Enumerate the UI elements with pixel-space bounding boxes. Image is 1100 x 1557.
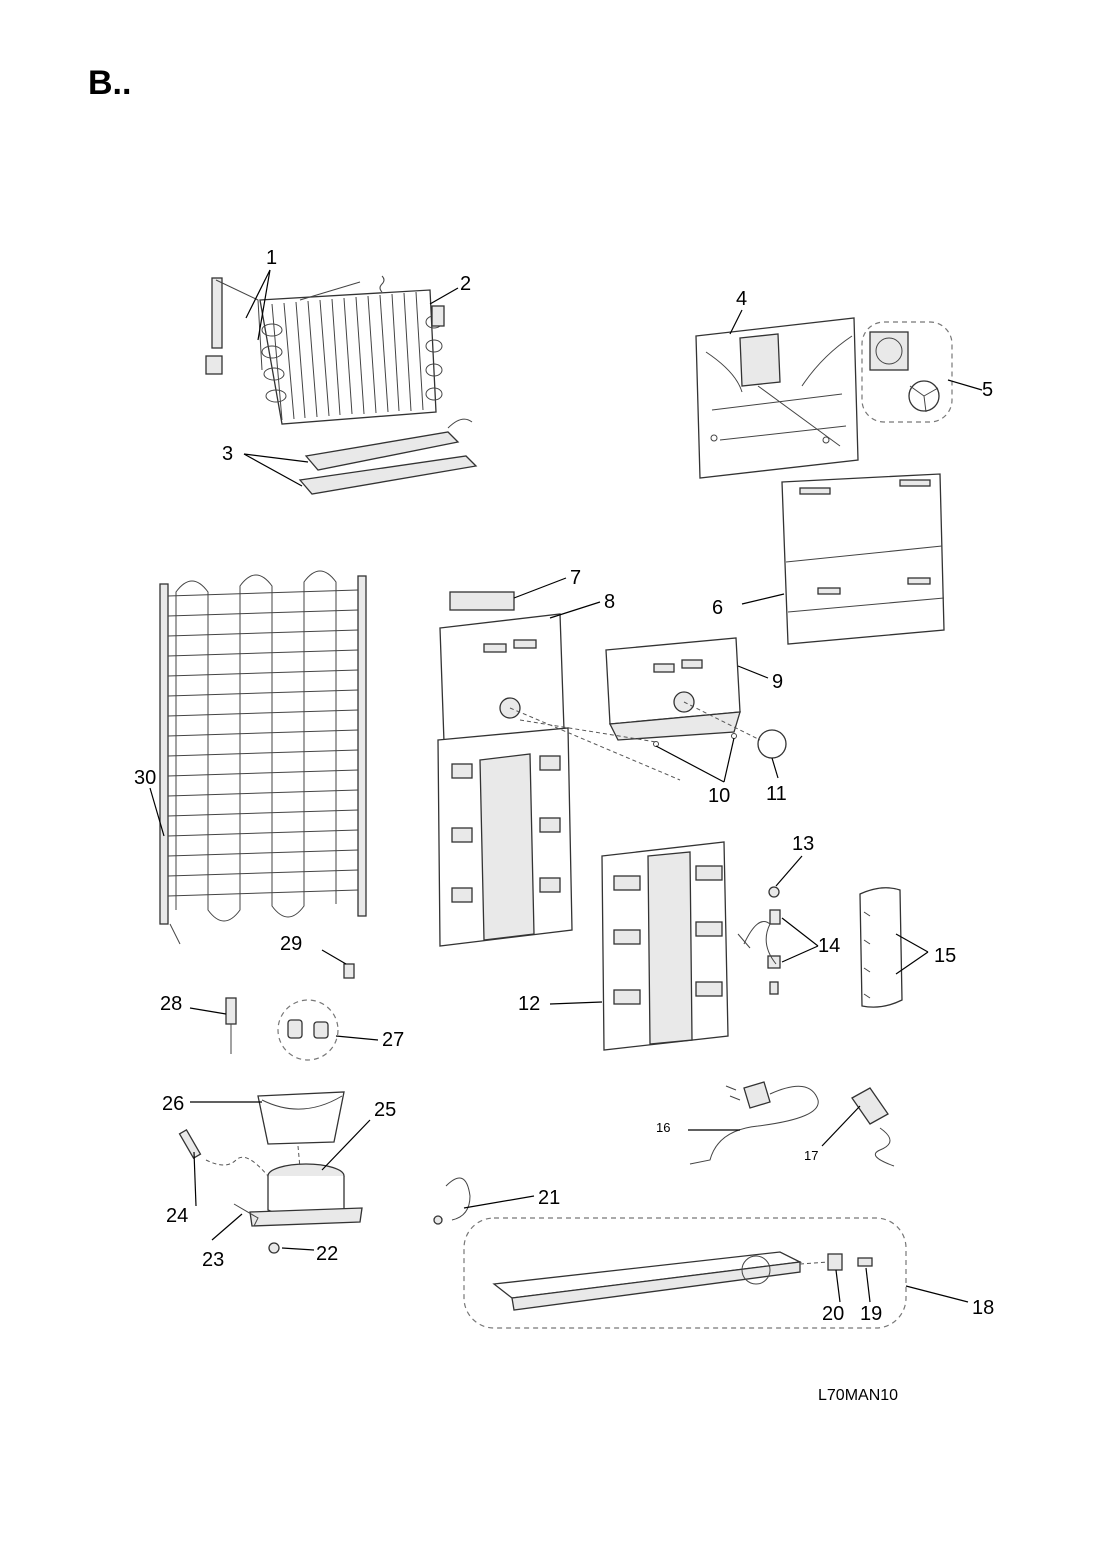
callout-17: 17 xyxy=(804,1148,818,1163)
callout-5: 5 xyxy=(982,379,993,401)
callout-19: 19 xyxy=(860,1303,882,1325)
control-housing-illustration xyxy=(509,637,787,781)
callout-23: 23 xyxy=(202,1249,224,1271)
callout-9: 9 xyxy=(772,671,783,693)
evaporator-illustration xyxy=(205,275,445,425)
callout-11: 11 xyxy=(766,783,787,805)
lamp-wiring-illustration xyxy=(737,886,781,995)
leader-lines xyxy=(149,269,983,1303)
base-plate-assembly-illustration xyxy=(463,1217,907,1329)
callout-25: 25 xyxy=(374,1099,396,1121)
cover-panel-illustration xyxy=(781,473,945,645)
callout-13: 13 xyxy=(792,833,814,855)
filter-drier-illustration xyxy=(343,963,355,979)
vertical-strip-illustration xyxy=(859,887,903,1008)
callout-10: 10 xyxy=(708,785,730,807)
callout-4: 4 xyxy=(736,288,747,310)
callout-18: 18 xyxy=(972,1297,994,1319)
pipe-fitting-illustration xyxy=(225,997,237,1054)
callout-2: 2 xyxy=(460,273,471,295)
shelf-liner-illustration xyxy=(601,841,729,1051)
capacitor-illustration xyxy=(851,1087,895,1167)
callout-21: 21 xyxy=(538,1187,560,1209)
fan-assembly-illustration xyxy=(861,321,953,423)
door-liner-illustration xyxy=(437,591,573,947)
callout-27: 27 xyxy=(382,1029,404,1051)
callout-16: 16 xyxy=(656,1120,670,1135)
callout-6: 6 xyxy=(712,597,723,619)
callout-7: 7 xyxy=(570,567,581,589)
callout-8: 8 xyxy=(604,591,615,613)
callout-20: 20 xyxy=(822,1303,844,1325)
callout-labels: 1 2 3 4 5 6 7 8 9 10 11 12 13 14 15 16 1… xyxy=(134,247,994,1325)
drawing-code: L70MAN10 xyxy=(818,1387,898,1404)
callout-28: 28 xyxy=(160,993,182,1015)
ground-cable-illustration xyxy=(433,1177,471,1225)
callout-24: 24 xyxy=(166,1205,188,1227)
power-cord-illustration xyxy=(689,1081,819,1165)
callout-14: 14 xyxy=(818,935,840,957)
callout-22: 22 xyxy=(316,1243,338,1265)
page-heading: B.. xyxy=(88,64,132,102)
callout-1: 1 xyxy=(266,247,277,269)
callout-3: 3 xyxy=(222,443,233,465)
evaporator-cover-illustration xyxy=(695,317,859,479)
callout-15: 15 xyxy=(934,945,956,967)
grommet-set-illustration xyxy=(277,999,339,1061)
compressor-illustration xyxy=(178,1091,363,1254)
callout-29: 29 xyxy=(280,933,302,955)
callout-12: 12 xyxy=(518,993,540,1015)
condenser-illustration xyxy=(159,570,367,945)
callout-30: 30 xyxy=(134,767,156,789)
callout-26: 26 xyxy=(162,1093,184,1115)
drip-trays-illustration xyxy=(298,418,478,495)
